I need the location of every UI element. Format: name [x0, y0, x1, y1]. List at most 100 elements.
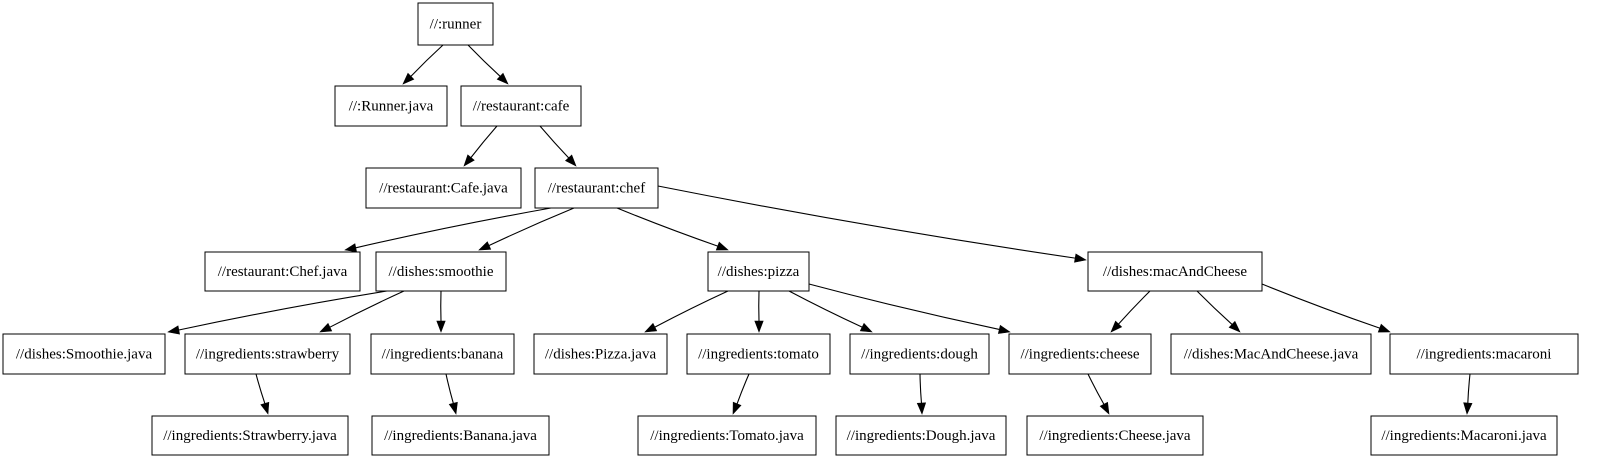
- node-label: //ingredients:macaroni: [1417, 346, 1552, 362]
- node-box[interactable]: [637, 415, 817, 456]
- graph-edge: [1110, 290, 1151, 333]
- node-box[interactable]: [1087, 251, 1263, 292]
- node-box[interactable]: [686, 333, 831, 375]
- graph-node-ing_dough[interactable]: //ingredients:dough: [849, 333, 990, 375]
- graph-edge: [732, 373, 750, 415]
- node-label: //restaurant:Cafe.java: [379, 180, 508, 196]
- graph-node-ing_cheese[interactable]: //ingredients:cheese: [1008, 333, 1152, 375]
- node-box[interactable]: [534, 167, 659, 209]
- node-box[interactable]: [375, 251, 507, 292]
- graph-node-ing_cheesejava[interactable]: //ingredients:Cheese.java: [1026, 415, 1204, 456]
- graph-edge: [402, 44, 444, 85]
- graph-node-ing_bananajava[interactable]: //ingredients:Banana.java: [371, 415, 550, 456]
- graph-edge: [319, 290, 405, 333]
- edge-arrowhead: [344, 243, 357, 253]
- node-label: //:runner: [430, 16, 482, 32]
- edge-arrowhead: [436, 320, 446, 333]
- node-box[interactable]: [334, 85, 448, 127]
- node-box[interactable]: [460, 85, 582, 127]
- graph-node-restaurant_cafe[interactable]: //restaurant:cafe: [460, 85, 582, 127]
- edge-arrowhead: [1228, 320, 1241, 333]
- graph-node-ing_tomatojava[interactable]: //ingredients:Tomato.java: [637, 415, 817, 456]
- node-label: //ingredients:Tomato.java: [650, 428, 804, 444]
- node-box[interactable]: [835, 415, 1007, 456]
- graph-edge: [1463, 373, 1473, 415]
- edge-arrowhead: [167, 325, 180, 335]
- node-box[interactable]: [371, 415, 550, 456]
- edge-line: [1087, 373, 1105, 405]
- graph-edge: [445, 373, 458, 415]
- node-box[interactable]: [849, 333, 990, 375]
- graph-node-runner[interactable]: //:runner: [417, 2, 494, 46]
- node-label: //dishes:Smoothie.java: [16, 346, 153, 362]
- node-box[interactable]: [1170, 333, 1372, 375]
- graph-edge: [644, 290, 729, 333]
- edge-line: [736, 373, 750, 404]
- node-box[interactable]: [417, 2, 494, 46]
- edge-arrowhead: [997, 324, 1011, 334]
- edge-line: [410, 44, 444, 77]
- graph-node-ing_banana[interactable]: //ingredients:banana: [370, 333, 515, 375]
- graph-node-ing_strawberryjava[interactable]: //ingredients:Strawberry.java: [151, 415, 349, 456]
- graph-node-ing_strawberry[interactable]: //ingredients:strawberry: [184, 333, 351, 375]
- graph-node-dishes_smoothie[interactable]: //dishes:smoothie: [375, 251, 507, 292]
- edge-arrowhead: [478, 241, 492, 251]
- edge-line: [657, 185, 1076, 259]
- edge-line: [1196, 290, 1233, 325]
- node-box[interactable]: [204, 251, 361, 292]
- node-label: //ingredients:Cheese.java: [1039, 428, 1191, 444]
- node-box[interactable]: [1370, 415, 1558, 456]
- node-label: //ingredients:Dough.java: [847, 428, 996, 444]
- graph-node-dishes_macandcheese[interactable]: //dishes:macAndCheese: [1087, 251, 1263, 292]
- graph-node-ing_tomato[interactable]: //ingredients:tomato: [686, 333, 831, 375]
- graph-node-runner_java[interactable]: //:Runner.java: [334, 85, 448, 127]
- edge-arrowhead: [496, 72, 509, 85]
- node-box[interactable]: [365, 167, 522, 209]
- node-box[interactable]: [1026, 415, 1204, 456]
- edge-arrowhead: [564, 154, 577, 167]
- node-box[interactable]: [533, 333, 668, 375]
- graph-node-restaurant_cafejava[interactable]: //restaurant:Cafe.java: [365, 167, 522, 209]
- edge-line: [1118, 290, 1151, 325]
- graph-node-dishes_macjava[interactable]: //dishes:MacAndCheese.java: [1170, 333, 1372, 375]
- graph-node-dishes_pizzajava[interactable]: //dishes:Pizza.java: [533, 333, 668, 375]
- edge-arrowhead: [732, 401, 742, 415]
- node-label: //dishes:pizza: [718, 264, 800, 280]
- node-box[interactable]: [370, 333, 515, 375]
- node-label: //restaurant:Chef.java: [218, 264, 348, 280]
- graph-edge: [539, 125, 577, 167]
- graph-edge: [167, 290, 388, 335]
- graph-node-ing_macaronijava[interactable]: //ingredients:Macaroni.java: [1370, 415, 1558, 456]
- edge-line: [1467, 373, 1471, 404]
- edge-arrowhead: [916, 402, 927, 415]
- node-label: //restaurant:chef: [548, 180, 645, 196]
- node-label: //ingredients:tomato: [698, 346, 819, 362]
- graph-edge: [344, 207, 552, 253]
- edge-line: [470, 125, 498, 158]
- node-label: //ingredients:strawberry: [196, 346, 340, 362]
- edge-line: [919, 373, 922, 404]
- node-box[interactable]: [1008, 333, 1152, 375]
- edge-line: [355, 207, 552, 249]
- graph-edge: [1261, 283, 1391, 333]
- node-box[interactable]: [151, 415, 349, 456]
- graph-edge: [255, 373, 270, 415]
- node-label: //:Runner.java: [349, 98, 434, 114]
- edge-line: [808, 283, 1000, 330]
- graph-node-restaurant_chefjava[interactable]: //restaurant:Chef.java: [204, 251, 361, 292]
- edge-line: [616, 207, 718, 247]
- node-label: //restaurant:cafe: [473, 98, 570, 114]
- node-box[interactable]: [1389, 333, 1579, 375]
- node-box[interactable]: [2, 333, 166, 375]
- graph-node-ing_doughjava[interactable]: //ingredients:Dough.java: [835, 415, 1007, 456]
- node-label: //ingredients:Macaroni.java: [1381, 428, 1547, 444]
- node-box[interactable]: [184, 333, 351, 375]
- edge-arrowhead: [260, 401, 270, 415]
- node-label: //ingredients:Banana.java: [384, 428, 537, 444]
- graph-node-dishes_pizza[interactable]: //dishes:pizza: [707, 251, 810, 292]
- graph-node-dishes_smoothiejava[interactable]: //dishes:Smoothie.java: [2, 333, 166, 375]
- graph-node-restaurant_chef[interactable]: //restaurant:chef: [534, 167, 659, 209]
- graph-node-ing_macaroni[interactable]: //ingredients:macaroni: [1389, 333, 1579, 375]
- node-box[interactable]: [707, 251, 810, 292]
